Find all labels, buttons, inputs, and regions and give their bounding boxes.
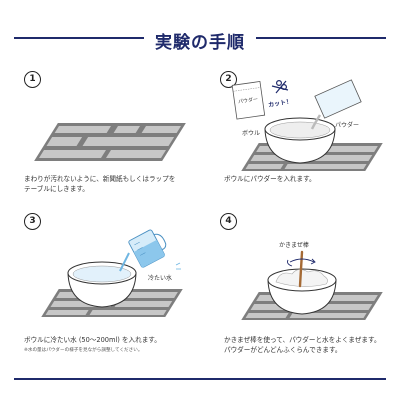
step-2-caption-line-1: ボウルにパウダーを入れます。 xyxy=(224,175,316,183)
step-1-caption-line-2: テーブルにしきます。 xyxy=(24,185,89,193)
step-3-note: ※水の量はパウダーの様子を見ながら調整してください。 xyxy=(24,348,143,353)
footer-rule xyxy=(14,378,386,380)
step-4-mixing-illustration xyxy=(241,250,383,320)
step-4-caption-line-1: かきまぜ棒を使って、パウダーと水をよくまぜます。 xyxy=(224,336,381,344)
step-2-bowl-label: ボウル xyxy=(242,130,261,137)
step-2-number: 2 xyxy=(220,71,237,88)
page-title: 実験の手順 xyxy=(155,33,245,53)
step-4-number: 4 xyxy=(220,213,237,230)
step-1-number: 1 xyxy=(24,71,41,88)
step-1-newspaper-illustration xyxy=(34,123,186,161)
step-2-powder-label: パウダー xyxy=(335,122,360,129)
step-3-cold-water-label: 冷たい水 xyxy=(148,275,173,282)
step-3-water-illustration xyxy=(41,229,183,317)
step-2-powder-illustration xyxy=(231,79,383,171)
header-rule-left xyxy=(14,37,144,39)
step-4-caption-line-2: パウダーがどんどんふくらんできます。 xyxy=(224,346,342,354)
header-rule-right xyxy=(256,37,386,39)
step-4-stick-label: かきまぜ棒 xyxy=(279,242,309,249)
step-1-caption-line-1: まわりが汚れないように、新聞紙もしくはラップを xyxy=(24,175,176,183)
step-3-caption-line-1: ボウルに冷たい水 (50〜200ml) を入れます。 xyxy=(24,336,161,344)
step-3-number: 3 xyxy=(24,213,41,230)
